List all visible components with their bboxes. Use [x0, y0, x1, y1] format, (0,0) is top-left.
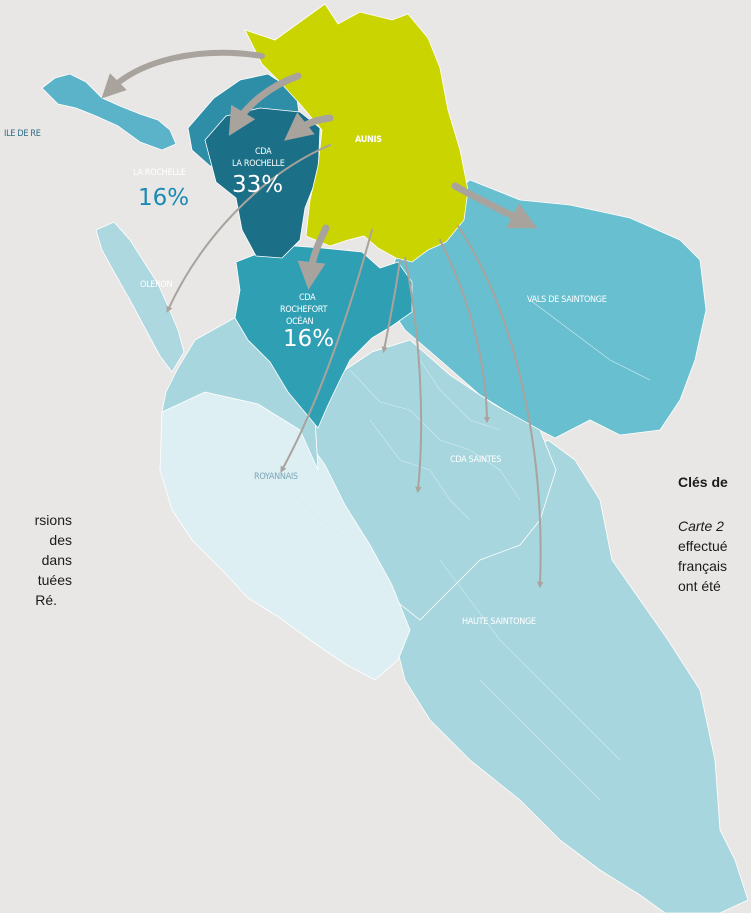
- left-line: des: [49, 532, 72, 548]
- label-cda-rochefort-3: OCÉAN: [286, 315, 313, 327]
- label-cda-la-rochelle-2: LA ROCHELLE: [232, 159, 285, 169]
- label-ile-de-re: ILE DE RE: [4, 129, 41, 139]
- arrow-aunis-saintes-1: [404, 257, 423, 494]
- arrow-aunis-la-rochelle-2: [284, 112, 334, 141]
- arrow-aunis-royannais: [280, 229, 373, 473]
- pct-cda-la-rochelle: 33%: [232, 172, 283, 198]
- region-aunis: [244, 3, 469, 263]
- label-aunis: AUNIS: [355, 135, 382, 145]
- label-royannais: ROYANNAIS: [254, 472, 298, 482]
- left-line: tuées: [37, 572, 72, 588]
- label-cda-rochefort-1: CDA: [299, 293, 316, 303]
- label-cda-rochefort-2: ROCHEFORT: [280, 305, 327, 315]
- right-line: effectué: [678, 538, 728, 554]
- right-text-fragment: Clés de Carte 2 effectué français ont ét…: [678, 472, 751, 596]
- arrow-aunis-haute-saintonge: [457, 225, 544, 589]
- right-line-carte: Carte 2: [678, 518, 724, 534]
- label-oleron: OLERON: [140, 280, 172, 290]
- region-ile-de-re: [41, 73, 177, 151]
- region-cda-la-rochelle: [204, 107, 321, 259]
- flow-arrows: [101, 49, 544, 589]
- label-cda-la-rochelle-1: CDA: [255, 147, 272, 157]
- arrow-aunis-vals: [451, 182, 538, 229]
- pct-cda-rochefort: 16%: [283, 326, 334, 352]
- right-line: ont été: [678, 578, 721, 594]
- left-line: dans: [41, 552, 72, 568]
- label-cda-saintes: CDA SAINTES: [450, 455, 501, 465]
- arrow-aunis-la-rochelle-1: [228, 72, 302, 137]
- arrow-aunis-ile-de-re: [101, 49, 265, 99]
- region-oleron: [95, 221, 185, 373]
- right-line: français: [678, 558, 728, 574]
- pct-la-rochelle: 16%: [138, 185, 189, 211]
- region-cda-rochefort: [234, 244, 413, 429]
- commune-borders: [249, 299, 651, 801]
- label-haute-saintonge: HAUTE SAINTONGE: [462, 617, 536, 627]
- left-text-fragment: rsions des dans tuées Ré.: [0, 510, 72, 610]
- arrow-aunis-rochefort: [297, 224, 330, 290]
- label-vals-de-saintonge: VALS DE SAINTONGE: [527, 295, 607, 305]
- arrow-aunis-saintes-2: [439, 239, 491, 424]
- left-line: Ré.: [35, 592, 57, 608]
- arrow-aunis-oleron: [166, 144, 331, 313]
- right-title: Clés de: [678, 474, 728, 490]
- arrow-aunis-rochefort-south: [381, 259, 401, 354]
- left-line: rsions: [34, 512, 72, 528]
- label-la-rochelle: LA ROCHELLE: [133, 168, 186, 178]
